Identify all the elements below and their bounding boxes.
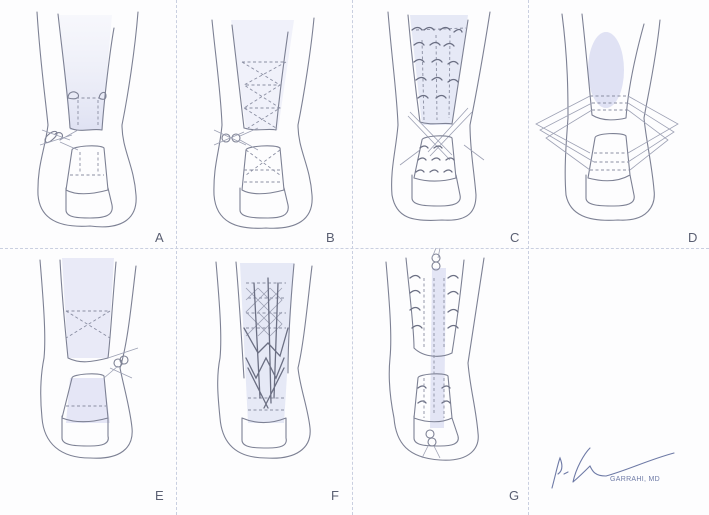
- panel-label-e: E: [155, 488, 164, 503]
- tendon-repair-drawing-e: [39, 258, 139, 459]
- grid-divider-horizontal: [0, 248, 709, 249]
- tendon-repair-drawing-c: [387, 11, 491, 221]
- signature-text: GARRAHI, MD: [610, 476, 660, 483]
- panel-label-f: F: [331, 488, 339, 503]
- panel-a: A: [0, 0, 176, 248]
- signature-panel: GARRAHI, MD: [528, 248, 709, 515]
- tendon-repair-drawing-a: [36, 11, 139, 228]
- panel-label-c: C: [510, 230, 520, 245]
- tendon-repair-drawing-d: [535, 13, 679, 221]
- panel-label-g: G: [509, 488, 520, 503]
- panel-e: E: [0, 248, 176, 515]
- tendon-repair-drawing-g: [385, 247, 485, 461]
- panel-b: B: [176, 0, 352, 248]
- tendon-repair-drawing-b: [211, 17, 315, 229]
- grid-divider-vertical: [176, 0, 177, 515]
- panel-label-b: B: [326, 230, 335, 245]
- tendon-repair-drawing-f: [215, 261, 313, 459]
- panel-d: D: [528, 0, 709, 248]
- panel-c: C: [352, 0, 528, 248]
- panel-f: F: [176, 248, 352, 515]
- panel-label-a: A: [155, 230, 164, 245]
- signature-scrawl: [551, 447, 675, 489]
- grid-divider-vertical: [528, 0, 529, 515]
- grid-divider-vertical: [352, 0, 353, 515]
- panel-label-d: D: [688, 230, 698, 245]
- panel-g: G: [352, 247, 528, 515]
